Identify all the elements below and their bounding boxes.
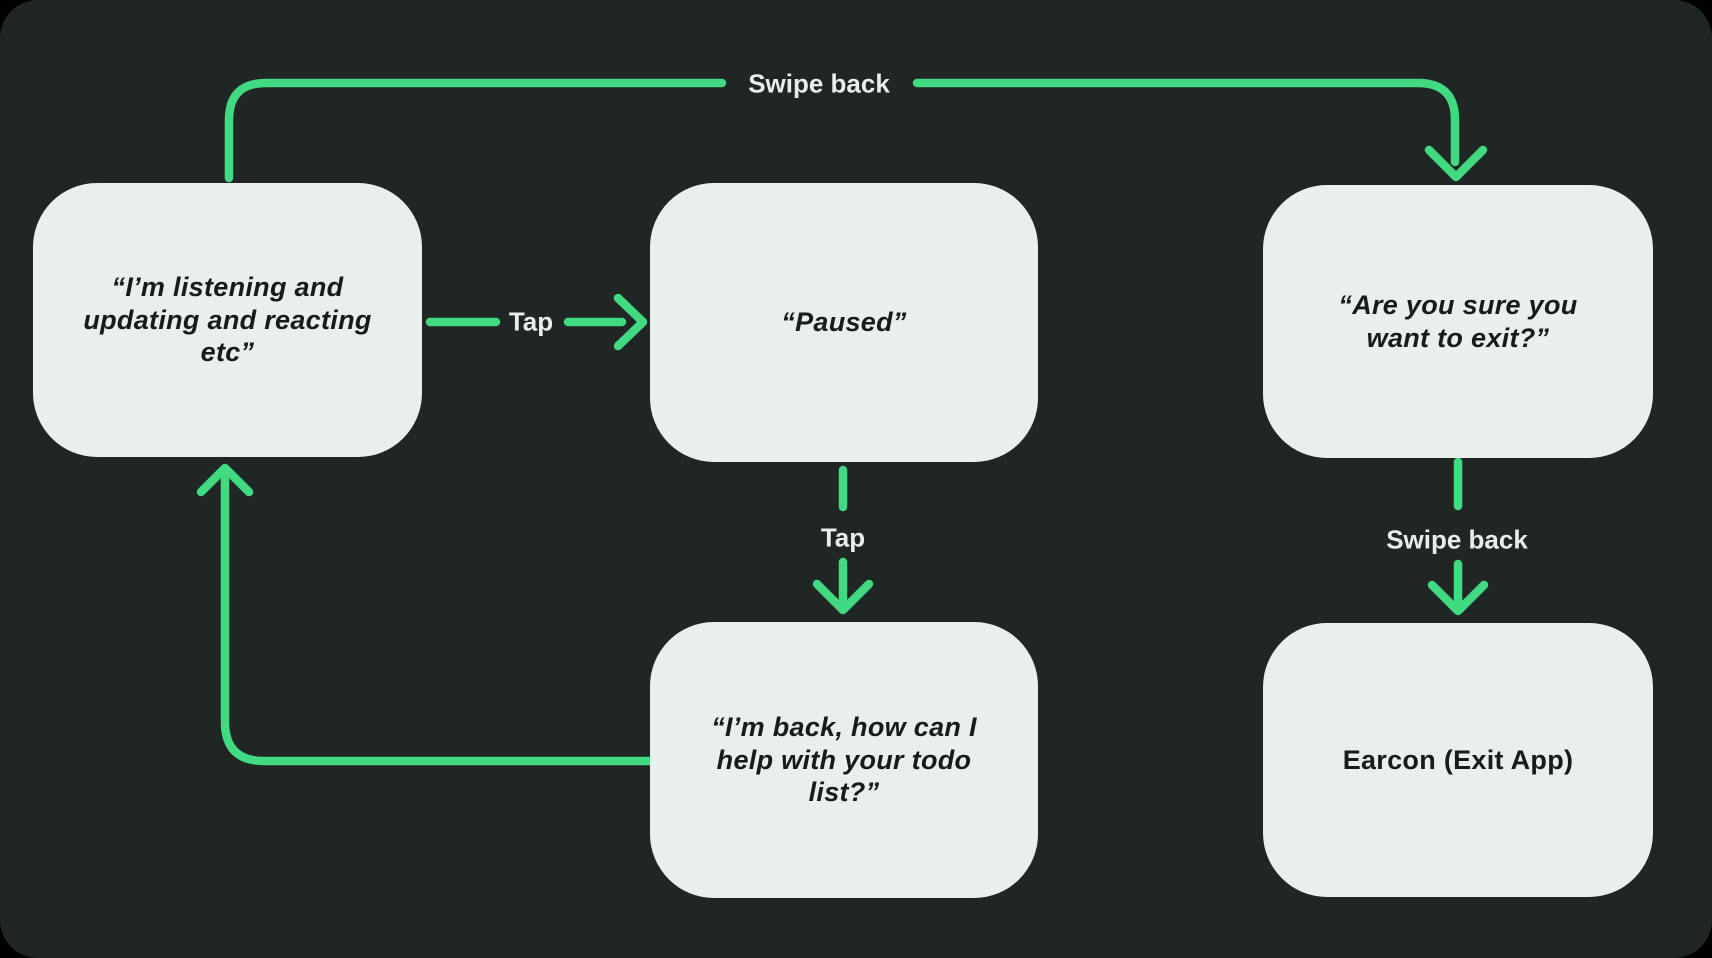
node-earcon-exit-text: Earcon (Exit App) [1342, 744, 1574, 775]
edge-tap-right [425, 293, 648, 351]
node-exit-confirm-text: “Are you sure you want to exit?” [1338, 289, 1578, 353]
node-paused-text: “Paused” [781, 307, 907, 338]
node-listening-text: “I’m listening and updating and reacting… [83, 271, 372, 368]
node-listening: “I’m listening and updating and reacting… [33, 183, 422, 457]
arrowhead-up-icon [196, 463, 254, 497]
edge-swipe-back-down [1427, 457, 1489, 616]
arrowhead-down-icon [812, 579, 874, 615]
edge-label-swipe-back-right: Swipe back [1386, 524, 1528, 555]
edge-label-tap-down: Tap [820, 522, 866, 553]
node-earcon-exit: Earcon (Exit App) [1263, 623, 1653, 897]
edge-tap-down [812, 465, 874, 615]
edge-label-tap-right: Tap [508, 306, 554, 337]
edge-label-swipe-back-top: Swipe back [748, 68, 890, 99]
arrowhead-down-icon [1427, 580, 1489, 616]
arrowhead-down-icon [1424, 145, 1488, 182]
arrowhead-right-icon [613, 293, 648, 351]
edge-swipe-back-top [224, 78, 1488, 183]
node-exit-confirm: “Are you sure you want to exit?” [1263, 185, 1653, 458]
edge-return-loop [196, 463, 655, 766]
node-back-greeting: “I’m back, how can I help with your todo… [650, 622, 1038, 898]
node-paused: “Paused” [650, 183, 1038, 462]
node-back-greeting-text: “I’m back, how can I help with your todo… [711, 711, 977, 808]
